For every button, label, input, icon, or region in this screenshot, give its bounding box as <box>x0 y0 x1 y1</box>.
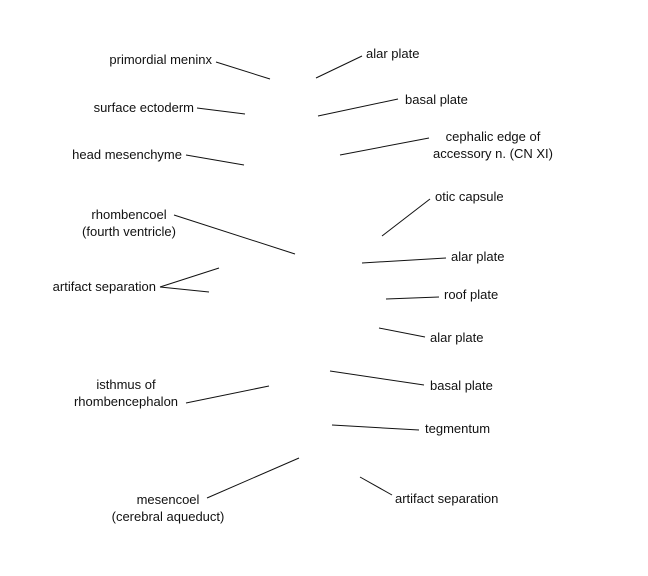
label-head-mesenchyme: head mesenchyme <box>72 147 182 162</box>
label-alar-plate-2: alar plate <box>451 249 505 264</box>
label-roof-plate: roof plate <box>444 287 499 302</box>
label-rhombencoel: rhombencoel <box>91 207 167 222</box>
label-basal-plate-1: basal plate <box>405 92 468 107</box>
leader-basal-plate-2 <box>329 370 425 386</box>
leader-cephalic-edge <box>339 137 430 156</box>
label-rhombencephalon: rhombencephalon <box>73 394 179 409</box>
label-tegmentum: tegmentum <box>425 421 491 436</box>
leader-basal-plate-1 <box>317 98 399 117</box>
leader-alar-plate-3 <box>378 327 426 338</box>
leader-artifact-separation-left-a <box>159 267 220 288</box>
label-isthmus-group: isthmus of rhombencephalon <box>58 376 194 410</box>
label-alar-plate-1: alar plate <box>366 46 420 61</box>
leader-alar-plate-2 <box>361 257 447 264</box>
label-cerebral-aqueduct: (cerebral aqueduct) <box>111 509 225 524</box>
label-mesencoel: mesencoel <box>136 492 200 507</box>
leader-mesencoel <box>206 457 300 499</box>
label-accessory-nerve: accessory n. (CN XI) <box>433 146 553 161</box>
label-rhombencoel-group: rhombencoel (fourth ventricle) <box>62 206 196 240</box>
label-cephalic-edge: cephalic edge of <box>445 129 541 144</box>
leader-head-mesenchyme <box>185 154 245 166</box>
label-isthmus: isthmus of <box>96 377 156 392</box>
leader-alar-plate-1 <box>315 55 363 79</box>
leader-artifact-separation-right <box>359 476 393 496</box>
leader-artifact-separation-left-b <box>159 286 210 293</box>
label-basal-plate-2: basal plate <box>430 378 493 393</box>
label-artifact-separation-right: artifact separation <box>395 491 499 506</box>
label-cephalic-edge-group: cephalic edge of accessory n. (CN XI) <box>418 128 568 162</box>
label-surface-ectoderm: surface ectoderm <box>93 100 194 115</box>
leader-roof-plate <box>385 296 440 300</box>
leader-primordial-meninx <box>215 61 271 80</box>
label-artifact-separation-left: artifact separation <box>52 279 156 294</box>
leader-otic-capsule <box>381 198 431 237</box>
leader-rhombencoel <box>173 214 296 255</box>
leader-surface-ectoderm <box>196 107 246 115</box>
label-fourth-ventricle: (fourth ventricle) <box>82 224 176 239</box>
leader-isthmus <box>185 385 270 404</box>
label-mesencoel-group: mesencoel (cerebral aqueduct) <box>100 491 236 525</box>
label-primordial-meninx: primordial meninx <box>109 52 212 67</box>
label-alar-plate-3: alar plate <box>430 330 484 345</box>
label-otic-capsule: otic capsule <box>435 189 504 204</box>
leader-tegmentum <box>331 424 420 431</box>
